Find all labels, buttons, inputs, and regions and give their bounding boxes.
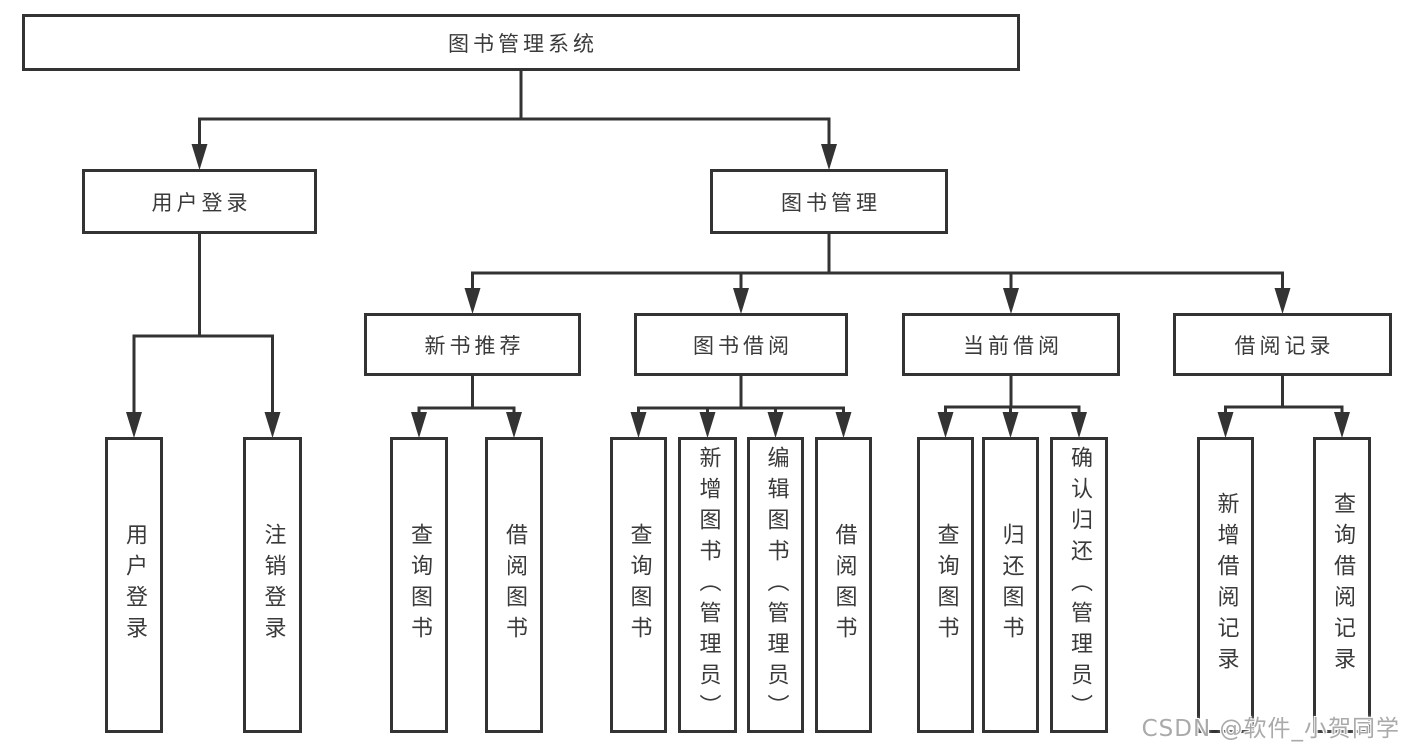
node-leaf-query-1: 查询图书 [390, 437, 448, 733]
arrowhead [1274, 288, 1291, 314]
arrowhead [464, 288, 481, 314]
node-leaf-return: 归还图书 [982, 437, 1039, 733]
node-label-current-borrow: 当前借阅 [963, 333, 1063, 358]
node-leaf-query-2: 查询图书 [610, 437, 667, 733]
arrowhead [937, 412, 954, 438]
node-label-leaf-add-rec: 新增借阅记录 [1213, 492, 1239, 678]
node-label-leaf-borrow-1: 借阅图书 [502, 523, 527, 647]
node-root: 图书管理系统 [22, 14, 1020, 71]
arrowhead [264, 412, 281, 438]
node-borrow-record: 借阅记录 [1173, 313, 1392, 376]
arrowhead [821, 144, 837, 170]
arrowhead [1334, 412, 1350, 438]
node-leaf-add-book: 新增图书（管理员） [678, 437, 737, 733]
node-label-leaf-borrow-2: 借阅图书 [831, 523, 857, 647]
arrowhead [191, 144, 208, 170]
csdn-watermark: CSDN @软件_小贺同学 [1141, 716, 1400, 742]
node-label-leaf-query-rec: 查询借阅记录 [1330, 492, 1355, 678]
arrowhead [1217, 412, 1234, 438]
node-label-leaf-return: 归还图书 [998, 523, 1024, 647]
node-label-leaf-add-book: 新增图书（管理员） [695, 445, 721, 725]
node-user-login: 用户登录 [82, 169, 317, 234]
node-label-leaf-query-3: 查询图书 [933, 523, 959, 647]
arrowhead [699, 412, 716, 438]
node-leaf-query-rec: 查询借阅记录 [1313, 437, 1371, 733]
node-label-new-book-rec: 新书推荐 [424, 333, 525, 358]
arrowhead [630, 412, 647, 438]
node-leaf-logout: 注销登录 [243, 437, 302, 733]
arrowhead [733, 288, 749, 314]
node-new-book-rec: 新书推荐 [364, 313, 581, 376]
arrowhead [767, 412, 784, 438]
arrowhead [411, 412, 427, 438]
node-label-leaf-query-1: 查询图书 [407, 523, 432, 647]
arrowhead [506, 412, 522, 438]
node-book-mgmt: 图书管理 [710, 169, 948, 234]
arrowhead [126, 412, 142, 438]
node-label-leaf-confirm: 确认归还（管理员） [1067, 445, 1092, 725]
node-label-root: 图书管理系统 [448, 31, 598, 56]
arrowhead [1002, 412, 1019, 438]
node-leaf-confirm: 确认归还（管理员） [1050, 437, 1108, 733]
node-label-borrow-record: 借阅记录 [1234, 333, 1335, 358]
arrowhead [835, 412, 852, 438]
node-label-leaf-edit-book: 编辑图书（管理员） [763, 445, 789, 725]
node-leaf-add-rec: 新增借阅记录 [1197, 437, 1254, 733]
node-current-borrow: 当前借阅 [902, 313, 1120, 376]
node-label-book-mgmt: 图书管理 [781, 190, 881, 215]
node-label-user-login: 用户登录 [151, 190, 252, 215]
node-leaf-borrow-1: 借阅图书 [485, 437, 543, 733]
node-label-leaf-query-2: 查询图书 [626, 523, 652, 647]
node-label-leaf-logout: 注销登录 [260, 523, 286, 647]
arrowhead [1003, 288, 1019, 314]
node-leaf-borrow-2: 借阅图书 [815, 437, 872, 733]
node-leaf-query-3: 查询图书 [917, 437, 974, 733]
arrowhead [1071, 412, 1087, 438]
node-leaf-edit-book: 编辑图书（管理员） [747, 437, 804, 733]
node-label-leaf-user-login: 用户登录 [122, 523, 147, 647]
node-book-borrow: 图书借阅 [634, 313, 848, 376]
node-label-book-borrow: 图书借阅 [693, 333, 793, 358]
node-leaf-user-login: 用户登录 [105, 437, 163, 733]
